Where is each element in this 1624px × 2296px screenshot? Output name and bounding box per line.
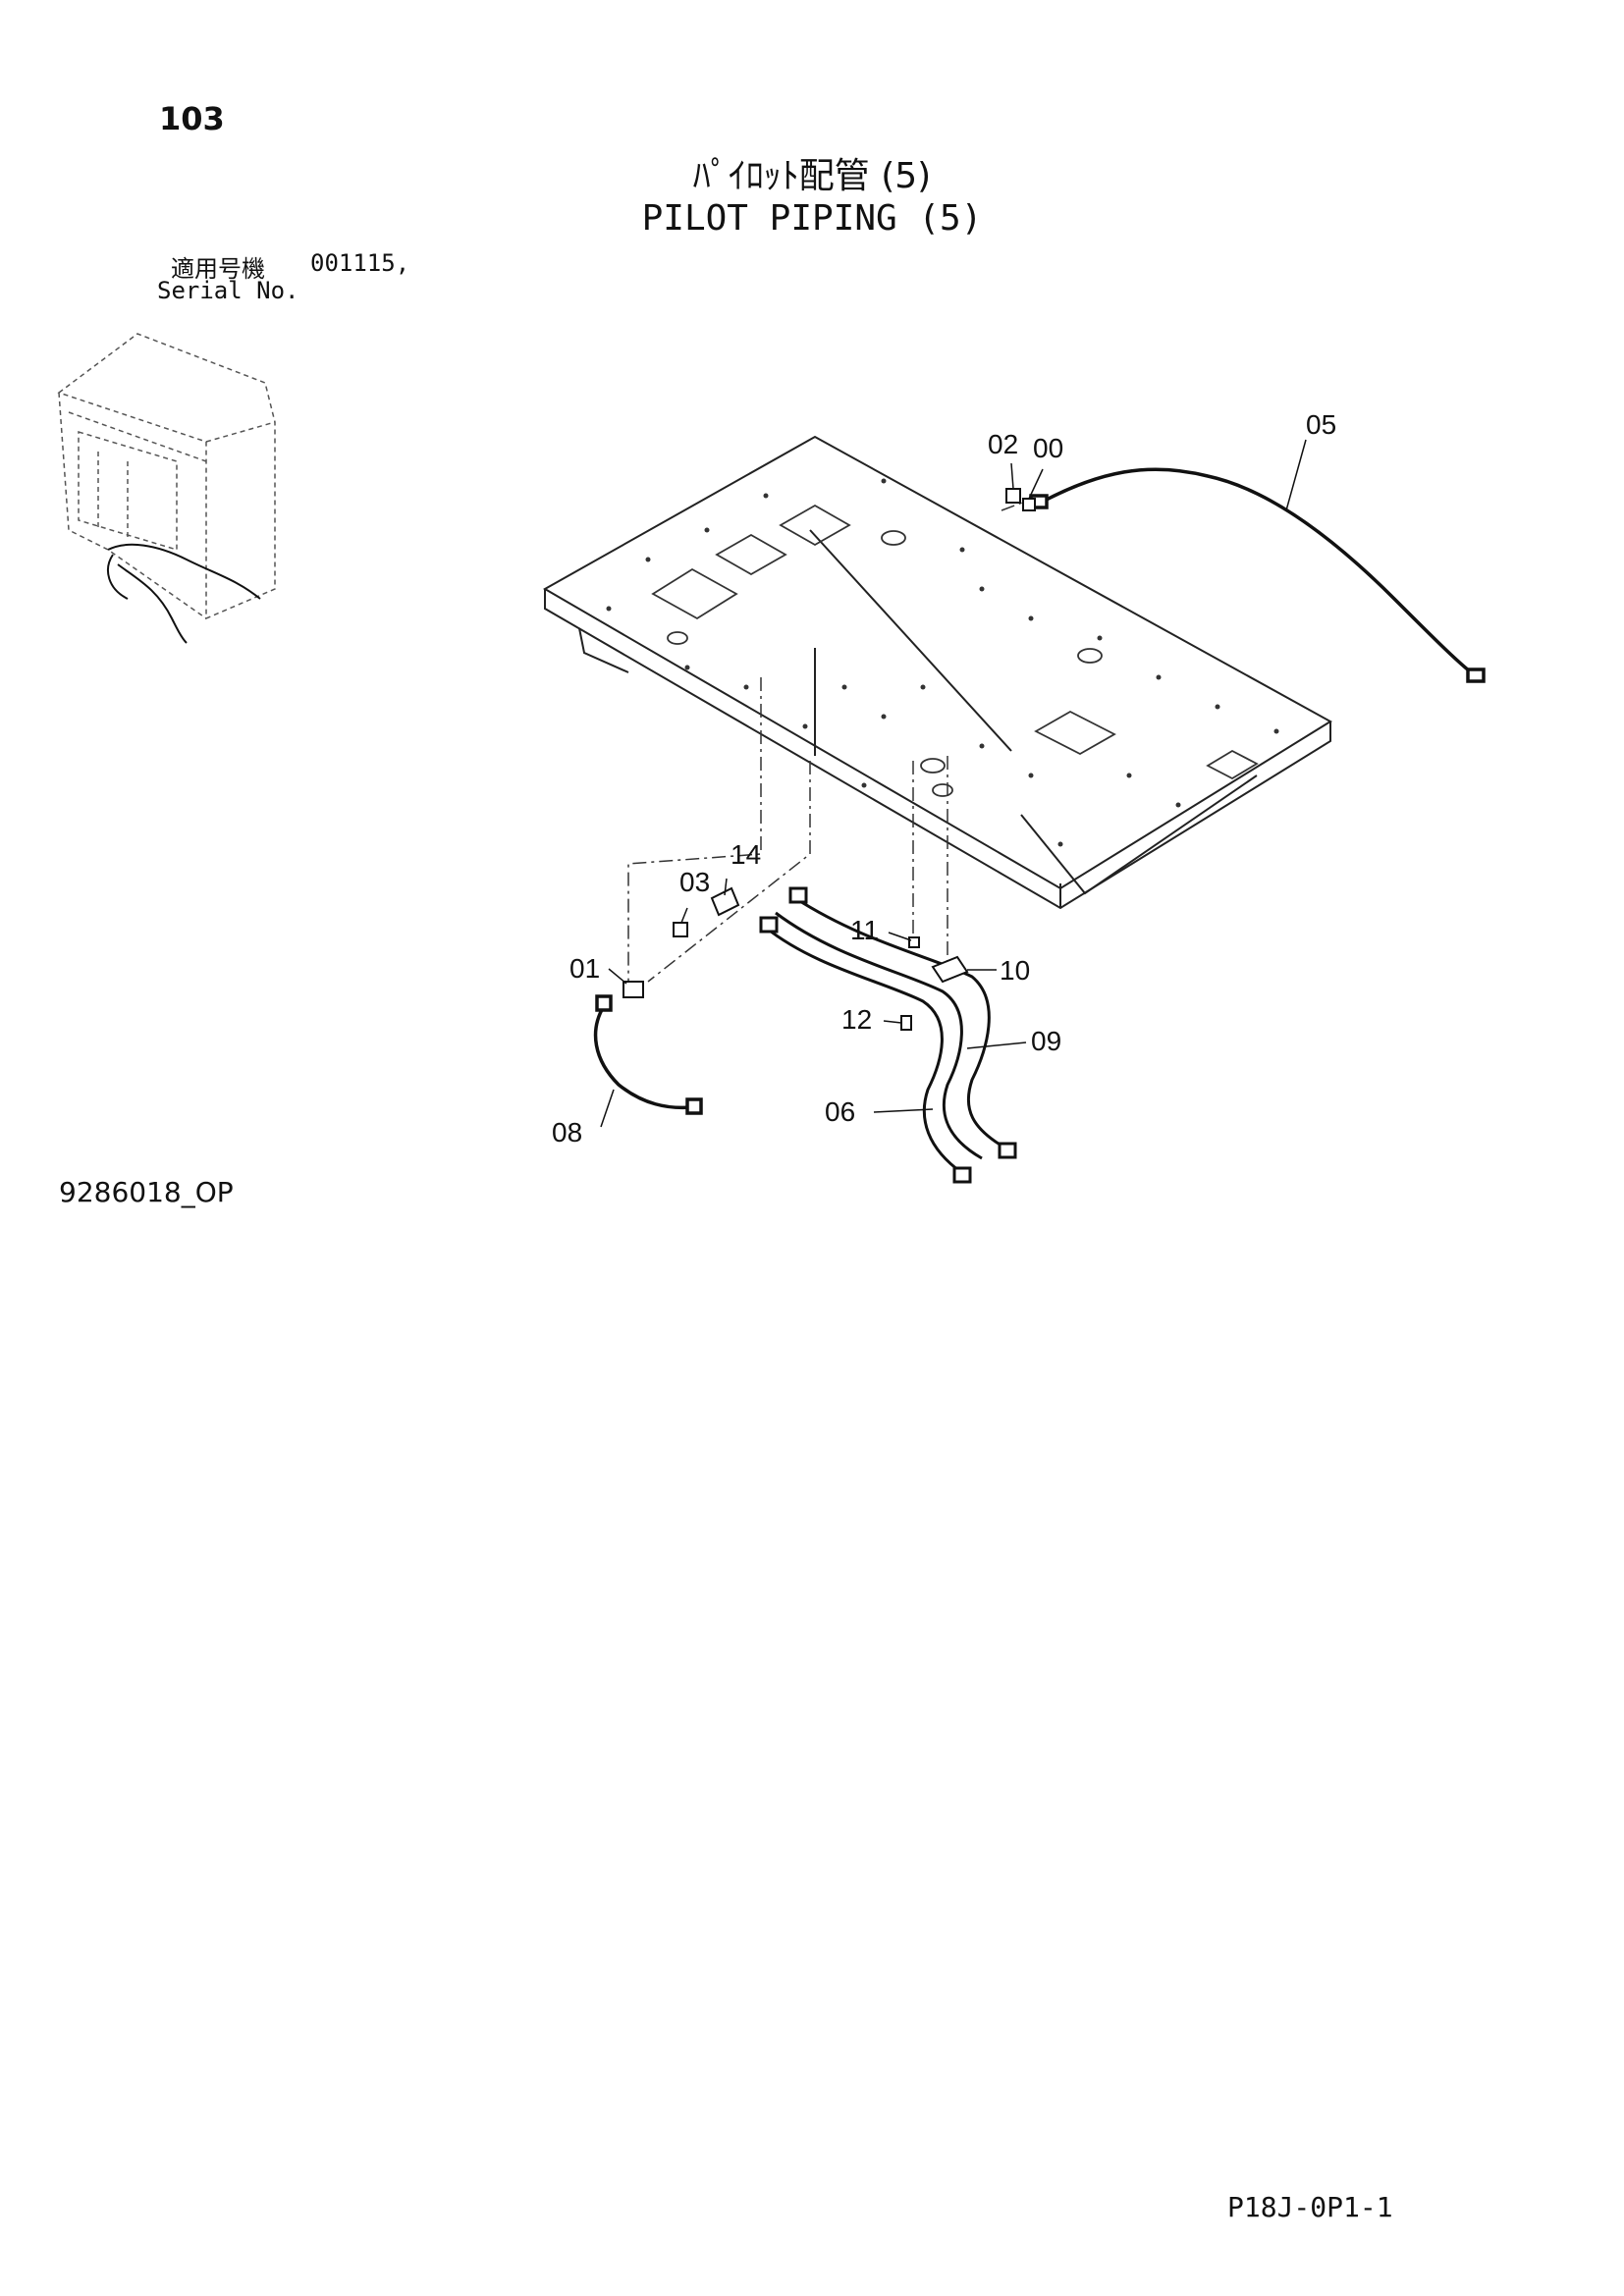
callout-labels: 02 00 05 14 03 11 01 10 12 09 06 08: [552, 409, 1336, 1148]
serial-label-english: Serial No.: [157, 277, 299, 304]
page-number: 103: [159, 100, 225, 137]
floor-plate-openings: [651, 504, 1259, 797]
clamp-10-11-12: [900, 936, 969, 1031]
callout-leaders: [600, 439, 1307, 1128]
serial-label-japanese: 適用号機: [171, 255, 265, 283]
floor-plate-bolt-holes: [606, 478, 1279, 847]
callout-02: 02: [988, 429, 1018, 459]
callout-01: 01: [569, 953, 600, 984]
callout-12: 12: [841, 1004, 872, 1035]
page-code: P18J-0P1-1: [1227, 2191, 1393, 2223]
callout-08: 08: [552, 1117, 582, 1148]
cab-locator-thumbnail: [57, 333, 276, 620]
serial-number-value: 001115,: [310, 249, 410, 277]
callout-00: 00: [1033, 433, 1063, 463]
callout-06: 06: [825, 1096, 855, 1127]
title-english: PILOT PIPING (5): [641, 198, 983, 239]
title-japanese: ﾊﾟｲﾛｯﾄ配管 (5): [692, 156, 932, 196]
fitting-02-00: [1005, 488, 1036, 511]
hose-05: [1029, 467, 1486, 683]
callout-11: 11: [850, 915, 879, 945]
hose-08: [593, 994, 703, 1115]
callout-10: 10: [1000, 955, 1030, 986]
drawing-number: 9286018_OP: [59, 1176, 234, 1208]
callout-05: 05: [1306, 409, 1336, 440]
fittings-left: [623, 886, 740, 998]
assembly-leader-lines: [627, 495, 1042, 983]
callout-14: 14: [731, 839, 761, 870]
callout-03: 03: [679, 867, 710, 897]
cab-harness-thumbnail: [107, 543, 261, 644]
hose-bundle-06-09: [759, 886, 1017, 1184]
callout-09: 09: [1031, 1026, 1061, 1056]
floor-plate: [542, 435, 1332, 910]
